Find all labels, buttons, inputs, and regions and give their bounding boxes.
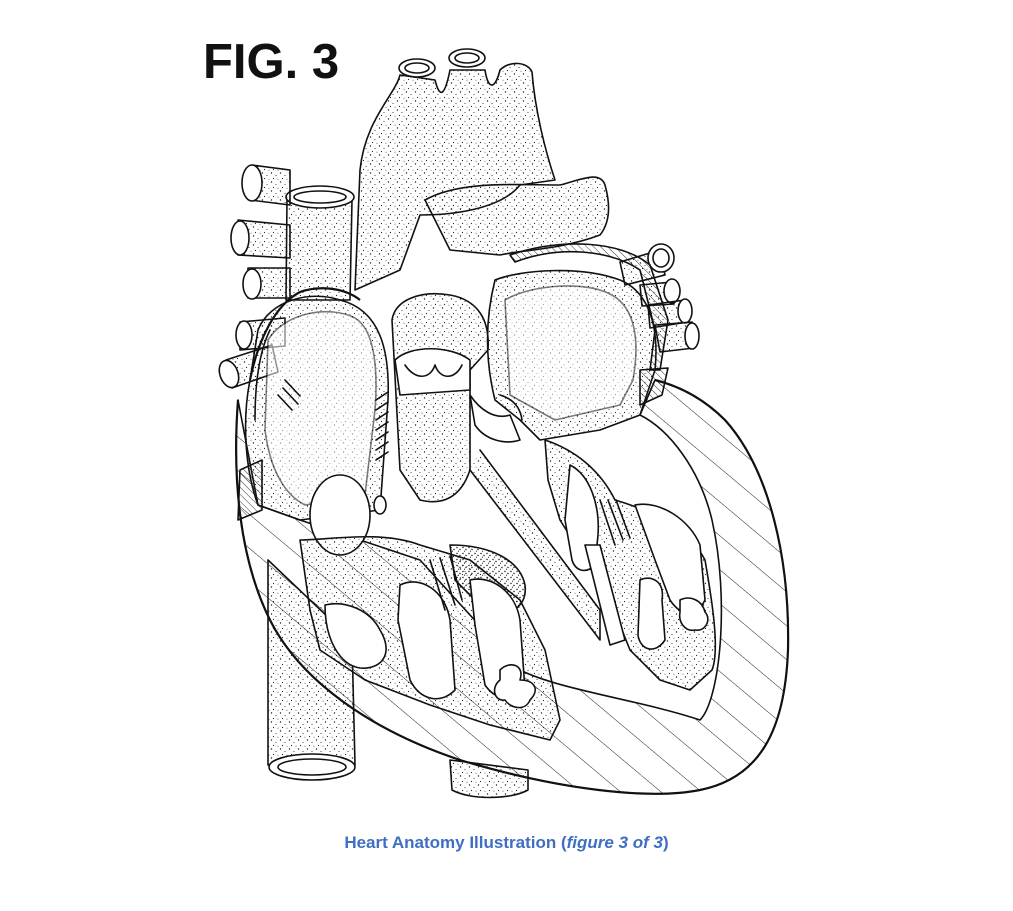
tricuspid-leaflet xyxy=(397,581,456,700)
figure-label: FIG. 3 xyxy=(203,35,340,89)
superior-vena-cava xyxy=(285,197,353,301)
ascending-aorta-root xyxy=(391,293,489,503)
figure-caption: Heart Anatomy Illustration (figure 3 of … xyxy=(0,833,1013,853)
left-atrial-wall xyxy=(509,243,669,371)
caption-title: Heart Anatomy Illustration xyxy=(344,833,557,852)
interventricular-septum xyxy=(469,449,601,641)
caption-open-paren: ( xyxy=(556,833,567,852)
aortic-valve xyxy=(394,347,471,396)
caption-detail: figure 3 of 3 xyxy=(566,833,663,852)
caption-close-paren: ) xyxy=(662,833,669,852)
papillary-muscle xyxy=(584,544,626,646)
pectinate-ridges xyxy=(375,391,389,461)
